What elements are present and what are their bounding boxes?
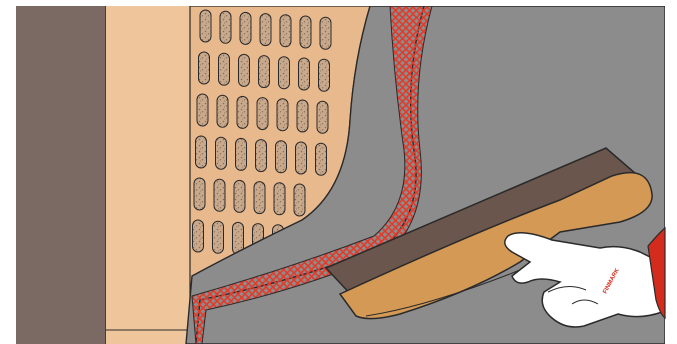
brick-slot: [257, 98, 268, 130]
brick-slot: [276, 141, 287, 173]
brick-slot: [279, 57, 290, 89]
brick-slot: [319, 59, 330, 91]
brick-slot: [216, 137, 227, 169]
brick-slot: [217, 95, 228, 127]
brick-slot: [194, 178, 205, 210]
brick-slot: [259, 56, 270, 88]
brick-slot: [297, 100, 308, 132]
background-wall: [16, 6, 106, 344]
brick-slot: [300, 16, 311, 48]
brick-slot: [294, 184, 305, 216]
brick-slot: [236, 138, 247, 170]
brick-slot: [256, 140, 267, 172]
brick-slot: [237, 96, 248, 128]
brick-slot: [220, 11, 231, 43]
brick-slot: [197, 94, 208, 126]
brick-slot: [200, 10, 211, 42]
brick-slot: [277, 99, 288, 131]
brick-slot: [254, 182, 265, 214]
brick-slot: [214, 179, 225, 211]
brick-slot: [299, 58, 310, 90]
brick-slot: [234, 180, 245, 212]
brick-slot: [274, 183, 285, 215]
brick-slot: [296, 142, 307, 174]
brick-slot: [316, 143, 327, 175]
brick-slot: [240, 12, 251, 44]
brick-slot: [213, 221, 224, 253]
brick-slot: [196, 136, 207, 168]
brick-slot: [193, 220, 204, 252]
brick-slot: [199, 52, 210, 84]
brick-slot: [280, 15, 291, 47]
brick-slot: [219, 53, 230, 85]
brick-slot: [239, 54, 250, 86]
brick-slot: [317, 101, 328, 133]
brick-slot: [260, 14, 271, 46]
brick-slot: [320, 17, 331, 49]
